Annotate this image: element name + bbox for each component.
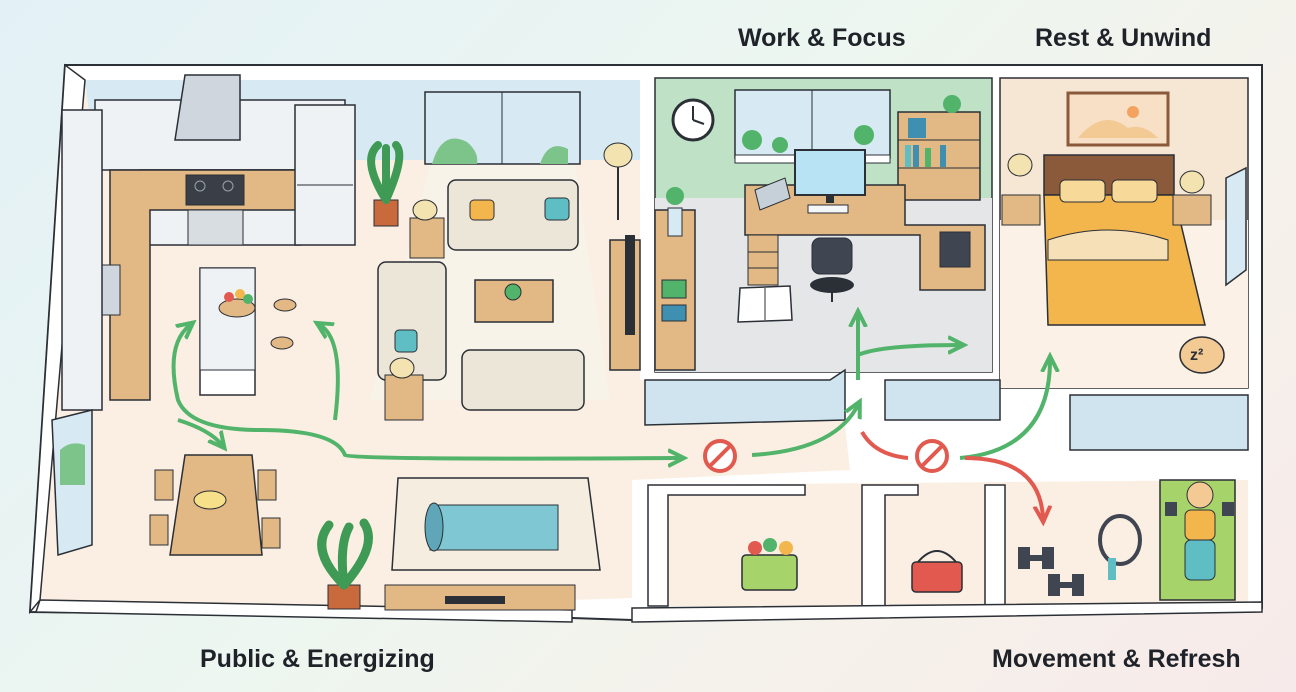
arrow-icon	[171, 325, 680, 459]
zone-label-rest: Rest & Unwind	[1035, 24, 1212, 52]
plant-large	[317, 518, 373, 590]
dumbbell-icon	[1018, 547, 1084, 596]
jump-rope-icon	[1098, 514, 1142, 566]
stove	[185, 174, 245, 206]
floor-lamp	[603, 142, 633, 168]
bedroom-window	[1225, 166, 1247, 287]
zone-label-public: Public & Energizing	[200, 645, 435, 673]
movement-room	[741, 479, 1236, 601]
bedroom: z²	[1001, 91, 1247, 374]
sleep-marker: z²	[1190, 347, 1203, 364]
laptop	[754, 177, 791, 211]
sofa-front	[461, 349, 585, 411]
zone-label-work: Work & Focus	[738, 24, 906, 52]
monitor	[794, 149, 866, 196]
floor-movement	[648, 480, 1248, 606]
dining-set	[51, 409, 281, 556]
side-monitor	[939, 231, 971, 268]
yoga-area	[317, 477, 601, 611]
sofa-back	[447, 179, 579, 251]
kitchen	[61, 74, 356, 411]
tv	[625, 235, 635, 335]
no-entry-icon-2	[915, 439, 949, 473]
desk	[744, 184, 986, 291]
office-chair	[810, 277, 854, 293]
pouf	[1179, 336, 1225, 374]
fridge	[294, 104, 356, 246]
flow-paths	[171, 315, 1050, 518]
plant-icon	[367, 141, 404, 204]
shopping-basket	[911, 561, 963, 593]
basket-icon	[741, 554, 798, 591]
yoga-mat	[429, 504, 559, 551]
no-entry-icon	[703, 439, 737, 473]
lamp-icon	[412, 199, 438, 221]
zone-label-movement: Movement & Refresh	[992, 645, 1241, 673]
range-hood	[174, 74, 241, 141]
person-exercising	[1186, 481, 1214, 509]
work-room	[654, 89, 986, 371]
